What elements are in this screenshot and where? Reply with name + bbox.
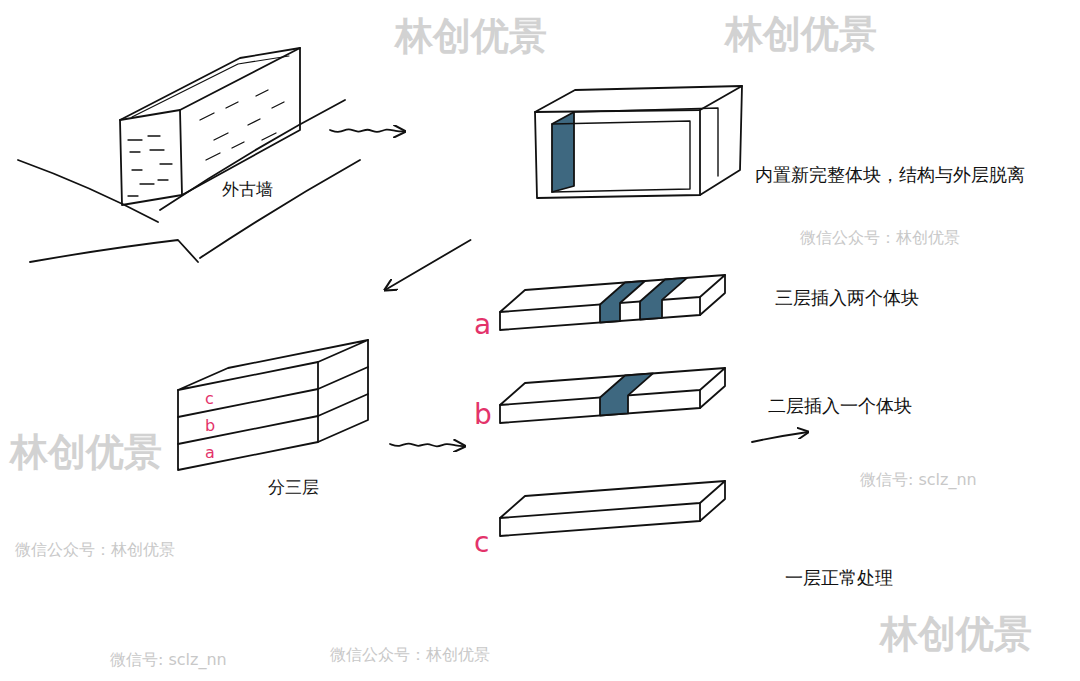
sketch-step: 分三层: [165, 290, 390, 510]
sketch-step: b 二层插入一个体块: [465, 355, 1000, 452]
watermark: 林创优景: [725, 12, 877, 58]
step-arrow: [390, 444, 465, 447]
inserted-block: [600, 281, 645, 323]
watermark: 微信号: sclz_nn: [860, 470, 977, 489]
slab-outline: [700, 481, 725, 521]
road-line: [30, 240, 198, 262]
step-arrow: [330, 129, 405, 132]
step-caption: 内置新完整体块，结构与外层脱离: [755, 164, 1025, 186]
layer-letter: b: [474, 398, 492, 432]
watermark: 微信公众号：林创优景: [15, 540, 175, 559]
watermark: 林创优景: [395, 14, 547, 60]
step-arrow: [385, 240, 470, 290]
inserted-block: [640, 278, 687, 320]
stack-outline: [178, 362, 318, 470]
slab-outline: [700, 275, 725, 315]
sketch-step: 内置新完整体块，结构与外层脱离: [405, 65, 1060, 240]
wall-rim: [132, 56, 289, 117]
watermark: 微信公众号：林创优景: [800, 228, 960, 247]
stack-outline: [178, 340, 368, 390]
step-caption: 二层插入一个体块: [768, 395, 912, 417]
stack-outline: [318, 340, 368, 442]
slab-outline: [500, 503, 700, 536]
layer-letter: c: [474, 526, 489, 560]
wall-outline: [180, 48, 300, 195]
wall-outline: [120, 110, 182, 205]
layer-letter: b: [205, 418, 215, 434]
outer-shell: [535, 86, 742, 198]
inserted-block: [600, 373, 653, 415]
watermark: 微信号: sclz_nn: [110, 650, 227, 669]
watermark: 林创优景: [10, 430, 162, 476]
step-caption: 分三层: [268, 477, 319, 497]
sketch-step: 外古墙: [100, 25, 330, 235]
layer-letter: c: [205, 391, 214, 407]
next-arrow: [752, 432, 808, 442]
road-line: [160, 100, 345, 210]
slab-outline: [700, 368, 725, 408]
watermark: 微信公众号：林创优景: [330, 645, 490, 664]
wall-outline: [120, 48, 300, 120]
inner-block: [552, 108, 718, 192]
layer-line: [178, 367, 368, 417]
layer-letter: a: [474, 308, 491, 342]
sketch-step: a 三层插入两个体块: [465, 262, 1000, 346]
step-caption: 一层正常处理: [785, 567, 893, 589]
watermark: 林创优景: [880, 612, 1032, 658]
slab-outline: [500, 481, 725, 518]
step-caption: 三层插入两个体块: [775, 287, 919, 309]
outer-shell: [699, 110, 701, 195]
road-line: [18, 160, 158, 222]
step-caption: 外古墙: [222, 179, 273, 199]
road-line: [200, 160, 360, 258]
layer-letter: a: [205, 445, 215, 461]
